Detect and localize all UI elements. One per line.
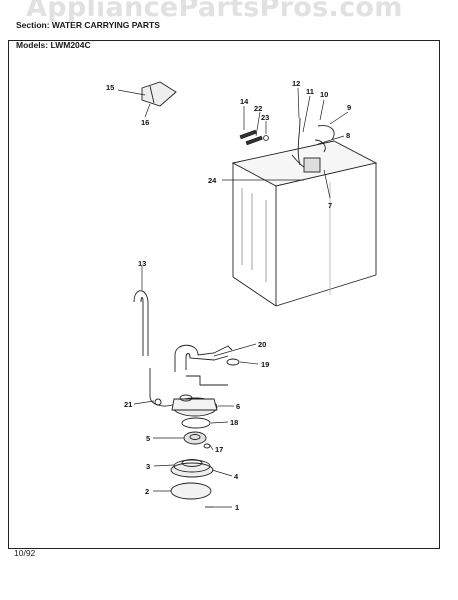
callout-19: 19 (261, 360, 269, 369)
water-valve-assembly (239, 117, 335, 173)
watermark: AppliancePartsPros.com (26, 0, 403, 23)
pump-hose (174, 344, 233, 386)
callout-4: 4 (234, 472, 239, 481)
part-17 (203, 443, 211, 449)
callout-7: 7 (328, 201, 332, 210)
callout-20: 20 (258, 340, 266, 349)
callout-18: 18 (230, 418, 238, 427)
callout-6: 6 (236, 402, 240, 411)
base-plate (170, 482, 212, 500)
callout-1: 1 (235, 503, 239, 512)
section-header: Section: WATER CARRYING PARTS (16, 20, 160, 30)
callout-3: 3 (146, 462, 150, 471)
pump-mount (170, 459, 214, 478)
callout-13: 13 (138, 259, 146, 268)
model-label: Models: (16, 40, 49, 50)
model-value: LWM204C (50, 40, 91, 50)
inlet-hose (149, 368, 176, 407)
drain-hose (133, 290, 149, 356)
hose-clamp (226, 358, 240, 366)
callout-9: 9 (347, 103, 351, 112)
callout-14: 14 (240, 97, 249, 106)
callout-17: 17 (215, 445, 223, 454)
callout-11: 11 (306, 87, 314, 96)
seal (181, 417, 211, 429)
callout-22: 22 (254, 104, 262, 113)
callout-23: 23 (261, 113, 269, 122)
callout-8: 8 (346, 131, 350, 140)
pump (171, 394, 218, 417)
revision-date: 10/92 (14, 548, 36, 558)
gear (183, 431, 207, 445)
clamp-21 (154, 398, 162, 406)
model-header: Models: LWM204C (16, 40, 91, 50)
diagram-frame (8, 40, 440, 549)
section-title: WATER CARRYING PARTS (51, 20, 160, 30)
callout-10: 10 (320, 90, 328, 99)
callout-15: 15 (106, 83, 114, 92)
callout-12: 12 (292, 79, 300, 88)
callout-21: 21 (124, 400, 132, 409)
section-label: Section: (16, 20, 50, 30)
callout-24: 24 (208, 176, 217, 185)
callout-2: 2 (145, 487, 149, 496)
hose-bracket (141, 81, 177, 107)
callout-16: 16 (141, 118, 149, 127)
callout-5: 5 (146, 434, 150, 443)
